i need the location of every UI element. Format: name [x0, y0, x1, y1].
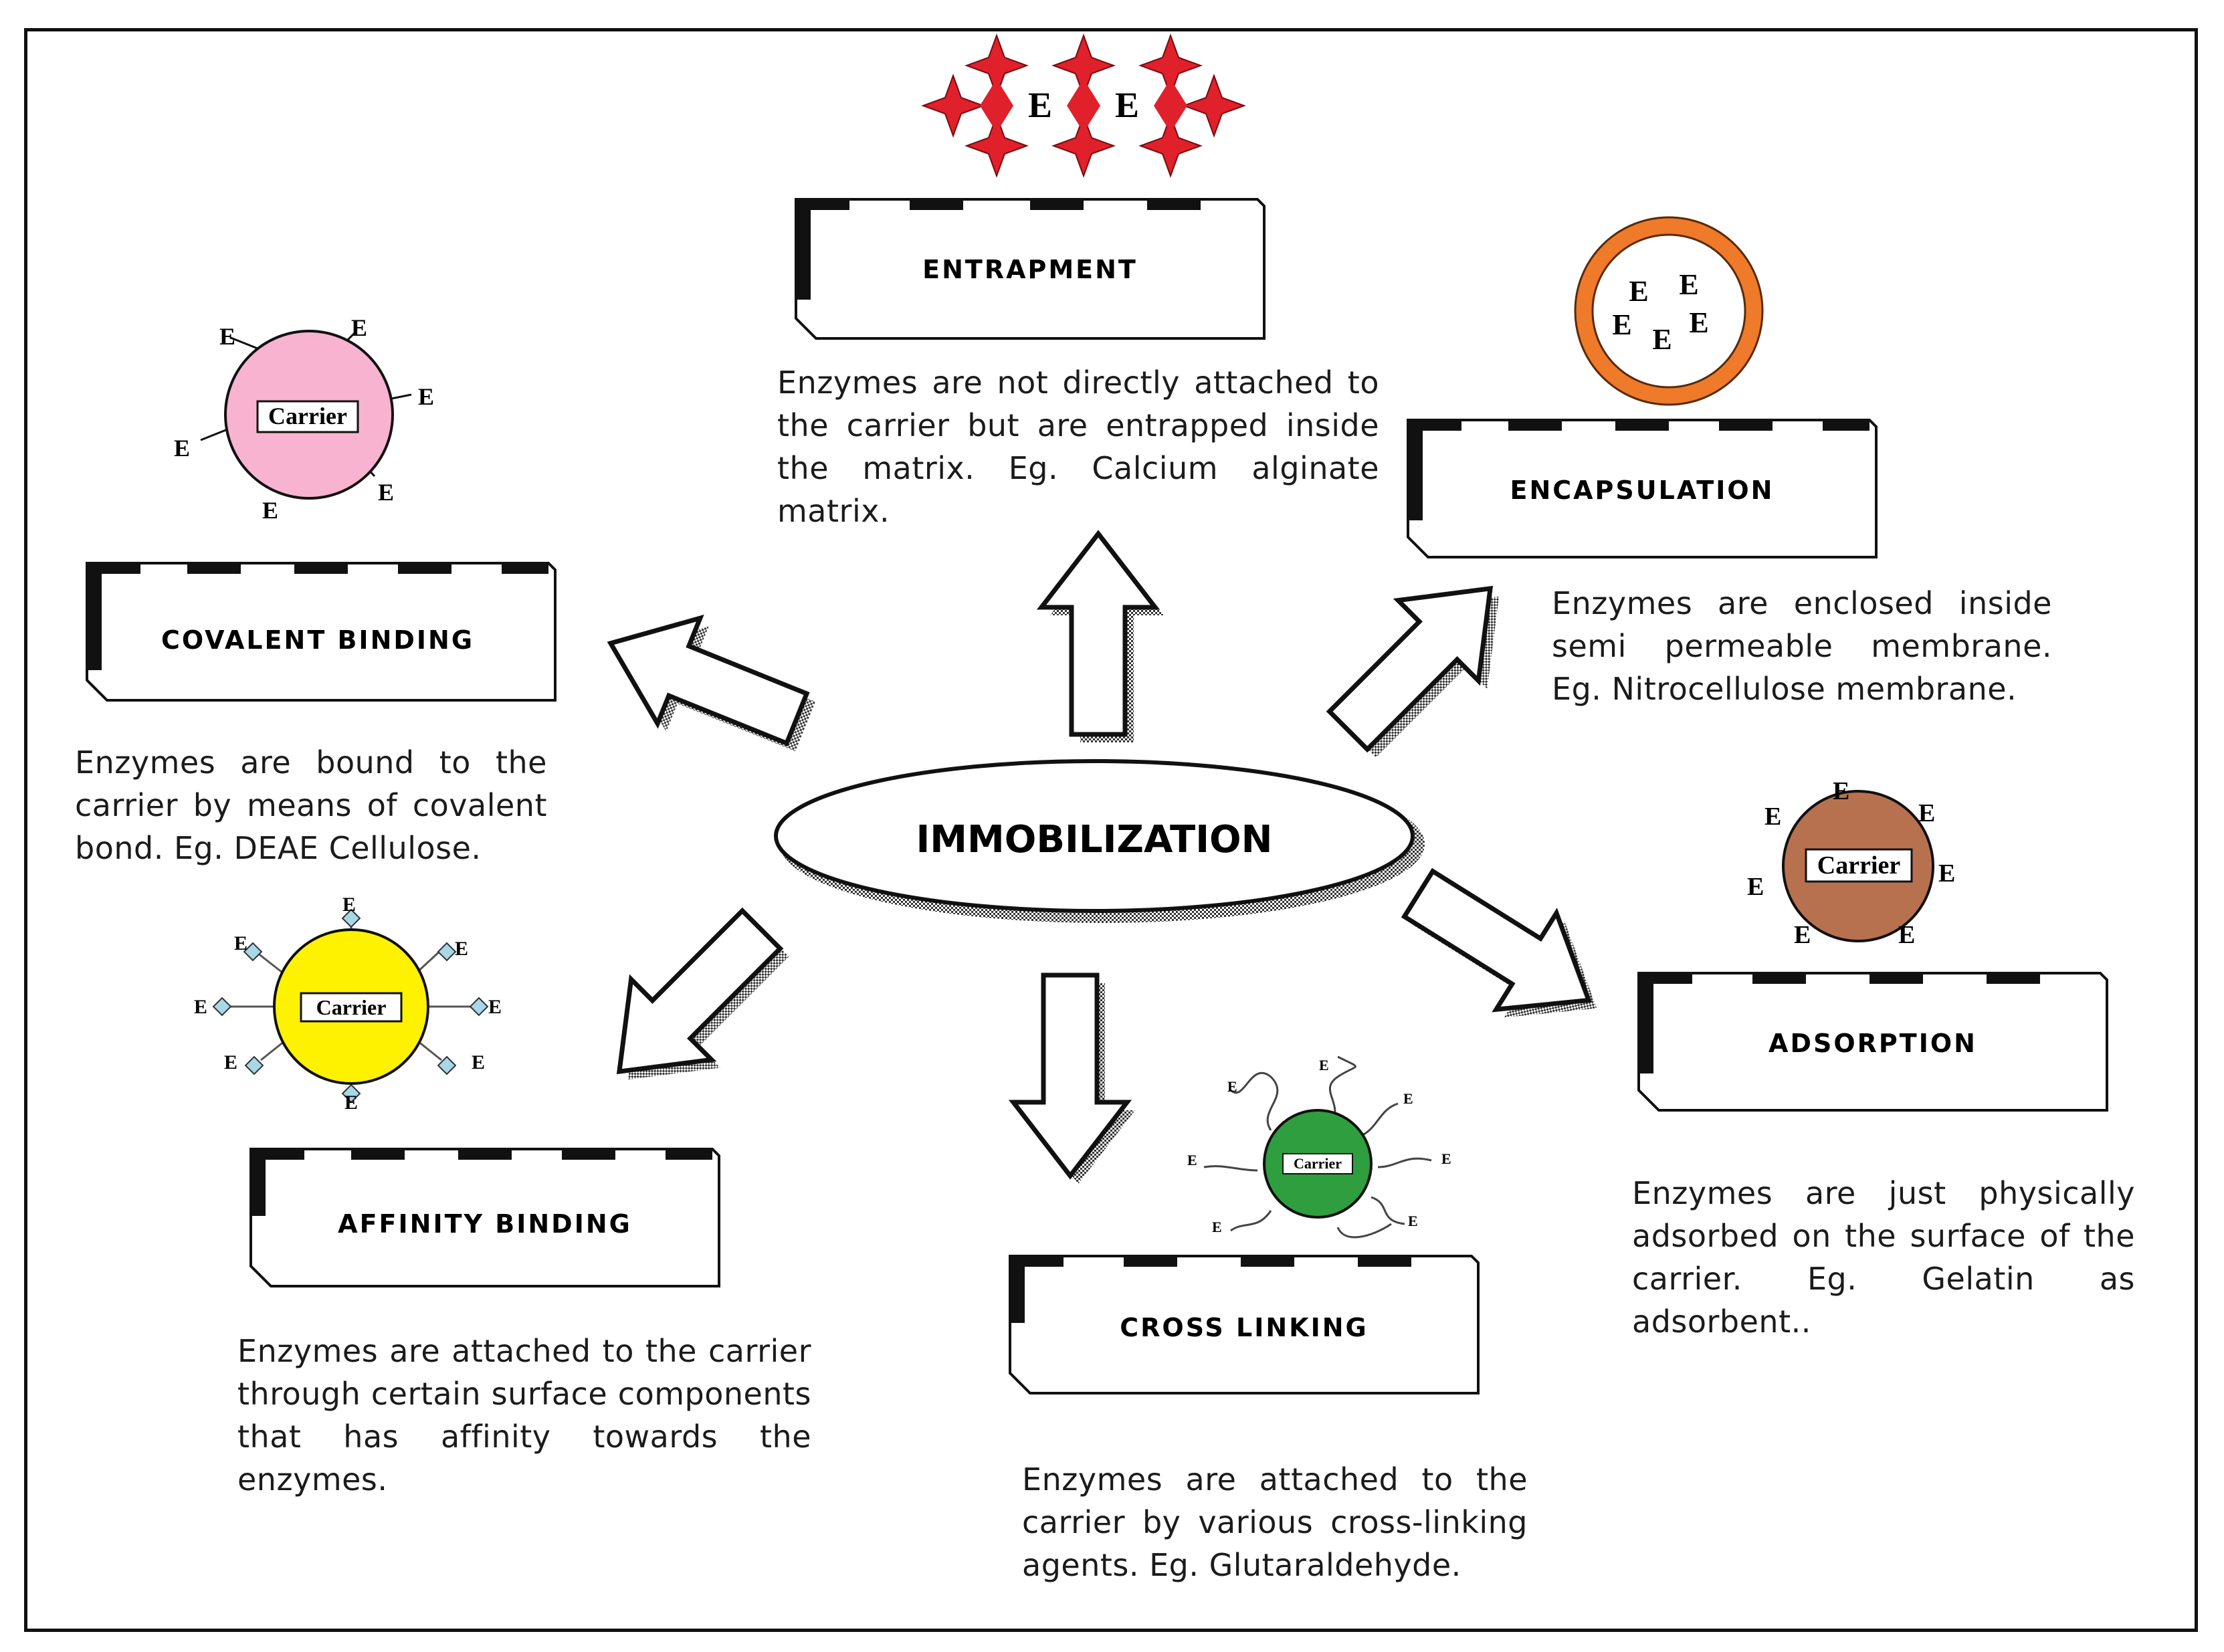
bound-enzyme: E — [418, 383, 434, 410]
entrapped-enzyme: E — [1115, 85, 1139, 125]
affinity-enzyme: E — [472, 1051, 485, 1073]
affinity-binding-box: AFFINITY BINDING — [249, 1148, 720, 1287]
center-label: IMMOBILIZATION — [916, 818, 1272, 861]
encapsulated-enzyme: E — [1629, 275, 1648, 308]
arrow-upper-right — [1308, 548, 1540, 779]
arrow-lower-left — [579, 890, 811, 1120]
bound-enzyme: E — [262, 497, 278, 524]
adsorbed-enzyme: E — [1833, 777, 1849, 805]
encapsulated-enzyme: E — [1679, 268, 1698, 301]
bound-enzyme: E — [219, 323, 235, 350]
affinity-enzyme: E — [342, 894, 356, 916]
encapsulated-enzyme: E — [1689, 306, 1708, 339]
covalent-carrier-icon: Carrier E E E E E E — [174, 314, 434, 524]
affinity-enzyme: E — [455, 938, 468, 960]
covalent-carrier-label: Carrier — [268, 403, 347, 429]
covalent-binding-description: Enzymes are bound to the carrier by mean… — [75, 744, 547, 866]
adsorption-label: ADSORPTION — [1768, 1029, 1977, 1058]
entrapment-label: ENTRAPMENT — [922, 255, 1138, 284]
entrapment-box: ENTRAPMENT — [795, 198, 1266, 340]
adsorption-carrier-icon: Carrier E E E E E E E — [1747, 777, 1955, 949]
crosslinked-enzyme: E — [1441, 1150, 1451, 1167]
affinity-enzyme: E — [488, 996, 502, 1018]
crosslinked-enzyme: E — [1212, 1219, 1222, 1235]
crosslinked-enzyme: E — [1227, 1078, 1237, 1095]
adsorbed-enzyme: E — [1938, 859, 1955, 888]
bound-enzyme: E — [378, 479, 394, 506]
adsorption-carrier-label: Carrier — [1817, 851, 1901, 880]
entrapment-matrix-icon: E E — [921, 33, 1246, 178]
arrow-upper-left — [589, 591, 827, 780]
encapsulation-label: ENCAPSULATION — [1510, 476, 1775, 505]
adsorbed-enzyme: E — [1898, 921, 1915, 949]
encapsulation-description: Enzymes are enclosed inside semi permeab… — [1552, 585, 2052, 707]
crosslinked-enzyme: E — [1408, 1213, 1418, 1229]
affinity-carrier-label: Carrier — [316, 995, 387, 1019]
adsorption-description: Enzymes are just physically adsorbed on … — [1632, 1175, 2135, 1340]
covalent-binding-box: COVALENT BINDING — [86, 562, 557, 702]
cross-linking-label: CROSS LINKING — [1120, 1313, 1368, 1342]
arrow-up — [1041, 534, 1164, 742]
crosslinked-enzyme: E — [1187, 1152, 1197, 1168]
entrapped-enzyme: E — [1028, 85, 1052, 125]
affinity-enzyme: E — [224, 1051, 237, 1073]
arrow-down — [1013, 975, 1135, 1184]
adsorbed-enzyme: E — [1747, 873, 1764, 901]
covalent-binding-label: COVALENT BINDING — [161, 625, 474, 655]
crosslinked-enzyme: E — [1403, 1090, 1413, 1107]
affinity-binding-label: AFFINITY BINDING — [338, 1209, 632, 1239]
center-node: IMMOBILIZATION — [774, 759, 1425, 923]
encapsulated-enzyme: E — [1652, 323, 1672, 356]
affinity-enzyme: E — [344, 1092, 358, 1114]
adsorbed-enzyme: E — [1764, 803, 1781, 831]
encapsulation-box: ENCAPSULATION — [1407, 419, 1878, 558]
cross-linking-box: CROSS LINKING — [1009, 1255, 1480, 1395]
adsorption-box: ADSORPTION — [1637, 972, 2108, 1112]
affinity-binding-description: Enzymes are attached to the carrier thro… — [237, 1333, 811, 1498]
diagram-border — [24, 28, 2198, 1632]
adsorbed-enzyme: E — [1918, 799, 1935, 827]
encapsulated-enzyme: E — [1612, 308, 1631, 341]
crosslink-carrier-label: Carrier — [1294, 1155, 1342, 1172]
affinity-carrier-icon: Carrier E E E E E E E E — [194, 894, 502, 1114]
cross-linking-description: Enzymes are attached to the carrier by v… — [1022, 1461, 1528, 1583]
affinity-enzyme: E — [194, 996, 207, 1018]
adsorbed-enzyme: E — [1794, 921, 1811, 949]
entrapment-description: Enzymes are not directly attached to the… — [777, 365, 1379, 529]
arrow-lower-right — [1389, 845, 1627, 1057]
crosslinked-enzyme: E — [1319, 1057, 1329, 1073]
encapsulation-membrane-icon: E E E E E — [1574, 216, 1764, 406]
affinity-enzyme: E — [234, 932, 247, 954]
bound-enzyme: E — [174, 435, 190, 461]
crosslink-carrier-icon: Carrier E E E E E E E — [1187, 1055, 1451, 1239]
bound-enzyme: E — [351, 314, 367, 341]
